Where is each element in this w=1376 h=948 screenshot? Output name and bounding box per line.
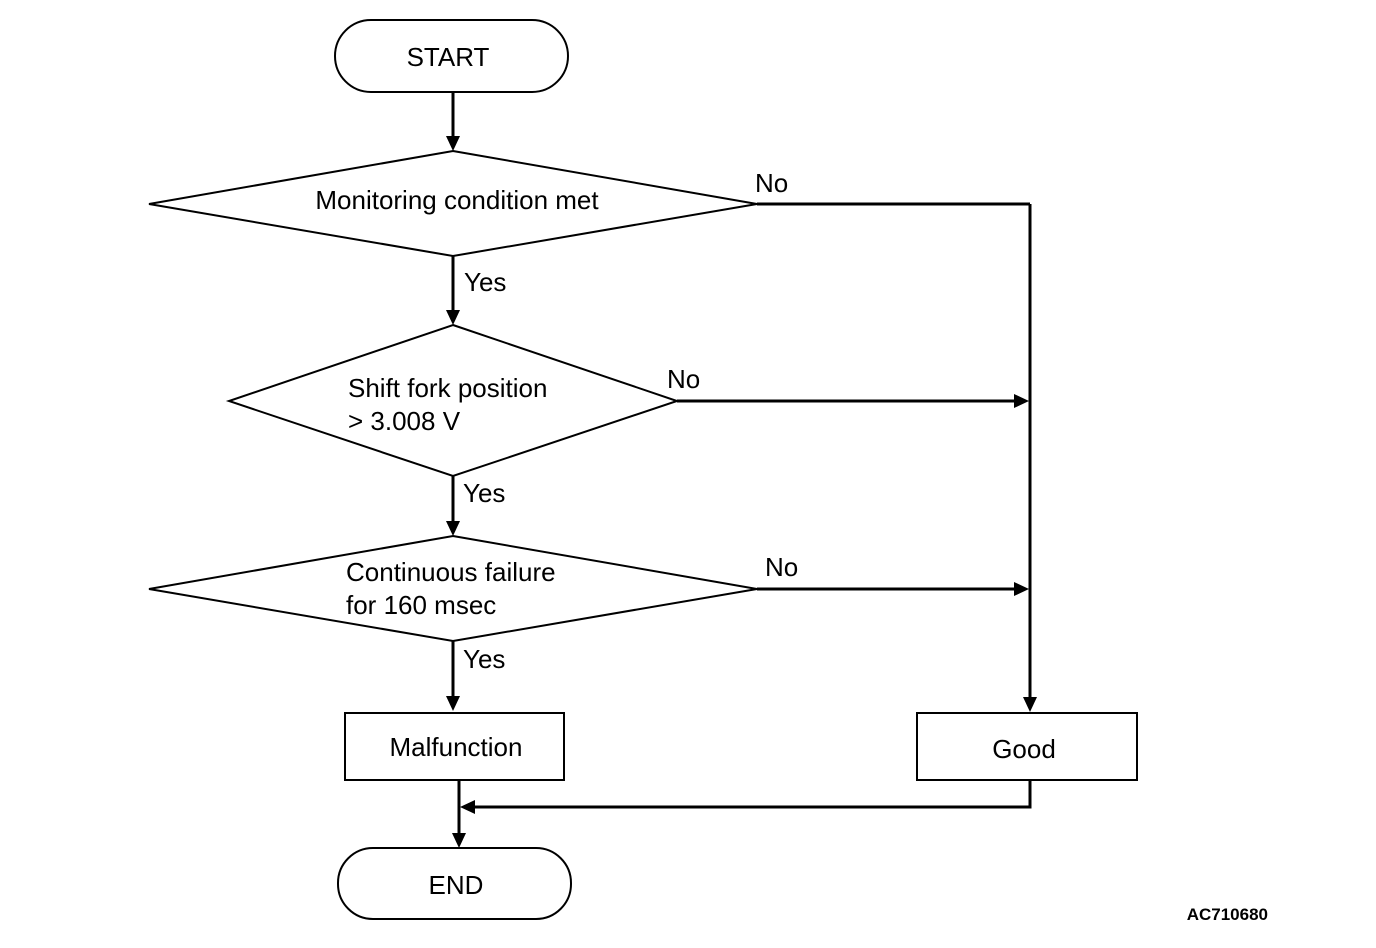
- continuous-label-line1: Continuous failure: [346, 557, 556, 587]
- good-box: [916, 712, 1138, 781]
- continuous-yes-label: Yes: [463, 644, 505, 674]
- arrowhead-end: [452, 833, 466, 848]
- end-terminal: [337, 847, 572, 920]
- arrowhead-good-merge: [460, 800, 475, 814]
- arrowhead-good: [1023, 697, 1037, 712]
- connector-good-to-end: [475, 781, 1032, 809]
- arrowhead-malfunction: [446, 696, 460, 711]
- monitoring-label: Monitoring condition met: [315, 185, 599, 215]
- decision-continuous: [148, 534, 758, 643]
- monitoring-yes-label: Yes: [464, 267, 506, 297]
- connectors: [446, 92, 1037, 848]
- good-label: Good: [992, 734, 1056, 764]
- shift-fork-yes-label: Yes: [463, 478, 505, 508]
- decision-monitoring: [148, 149, 758, 258]
- malfunction-box: [344, 712, 565, 781]
- arrowhead-continuous: [446, 521, 460, 536]
- arrowhead-continuous-no: [1014, 582, 1029, 596]
- arrowhead-monitoring: [446, 136, 460, 151]
- figure-code: AC710680: [1187, 905, 1268, 924]
- arrowhead-shift-fork-no: [1014, 394, 1029, 408]
- shift-fork-label-line1: Shift fork position: [348, 373, 547, 403]
- shift-fork-label-line2: > 3.008 V: [348, 406, 461, 436]
- decision-shift-fork: [225, 323, 681, 478]
- arrowhead-shift-fork: [446, 310, 460, 325]
- continuous-no-label: No: [765, 552, 798, 582]
- monitoring-no-label: No: [755, 168, 788, 198]
- malfunction-label: Malfunction: [390, 732, 523, 762]
- continuous-label-line2: for 160 msec: [346, 590, 496, 620]
- end-label: END: [429, 870, 484, 900]
- start-label: START: [407, 42, 490, 72]
- shift-fork-no-label: No: [667, 364, 700, 394]
- start-terminal: [334, 19, 569, 93]
